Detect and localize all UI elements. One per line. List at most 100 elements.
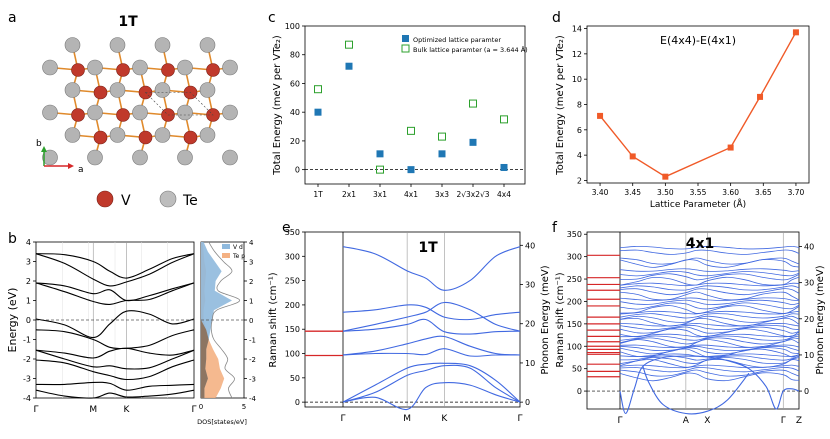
d-xtick-label: 3.65 (755, 188, 772, 197)
panel-f-title: 4x1 (686, 236, 715, 252)
te-atom (154, 127, 171, 143)
f-phonon-branch (619, 337, 800, 345)
dos-overlap-area (201, 242, 209, 398)
b-band-line (35, 253, 195, 279)
v-atom (206, 63, 220, 77)
d-xtick-label: 3.70 (788, 188, 805, 197)
te-atom (64, 127, 81, 143)
f-y2tick-label: 0 (804, 387, 809, 396)
b-band-line (35, 347, 195, 359)
dos-te-p-area (201, 242, 225, 398)
f-phonon-branch (619, 353, 800, 358)
v-atom (138, 130, 153, 145)
te-atom (109, 82, 126, 98)
e-phonon-branch (342, 301, 521, 332)
b-band-line (35, 282, 195, 302)
f-ytick-label: 300 (567, 253, 582, 262)
e-kpoint-label: Γ (517, 414, 522, 424)
c-bulk-point (376, 165, 384, 174)
b-band-line (35, 329, 195, 350)
d-ytick-label: 4 (577, 151, 582, 160)
c-xtick-label: 1T (313, 190, 323, 199)
f-phonon-branch (619, 259, 800, 268)
te-atom (42, 59, 58, 76)
d-series-line (599, 31, 797, 178)
b-band-line (35, 253, 195, 287)
te-atom (199, 127, 216, 143)
dos-legend-vd-label: V d (233, 244, 243, 251)
panel-c-legend: Optimized lattice paramter Bulk lattice … (401, 35, 528, 54)
f-phonon-branch (619, 249, 800, 255)
v-atom (183, 130, 198, 145)
f-phonon-branch (619, 324, 800, 331)
te-atom (64, 82, 81, 98)
f-phonon-branch (619, 257, 800, 265)
f-acoustic-branch-lower (642, 366, 750, 415)
f-phonon-branch (619, 299, 800, 306)
d-ytick-label: 6 (577, 126, 582, 135)
d-point (629, 153, 636, 160)
f-acoustic-branch (619, 355, 800, 415)
b-kpoint-label: Γ (33, 405, 38, 415)
te-atom (87, 149, 103, 166)
c-optimized-point (469, 138, 477, 146)
c-xtick-label: 4x1 (404, 190, 418, 199)
c-optimized-point (407, 166, 415, 174)
v-atom (93, 130, 108, 145)
f-phonon-branch (619, 339, 800, 348)
e-phonon-branch (342, 318, 521, 335)
f-ytick-label: 200 (567, 297, 582, 306)
te-atom (199, 37, 216, 53)
f-phonon-branch (619, 359, 800, 368)
f-phonon-branch (619, 347, 800, 355)
dos-ytick-label: -1 (249, 337, 256, 345)
e-ytick-label: 250 (285, 277, 300, 286)
te-atom (199, 82, 216, 98)
te-atom (222, 59, 238, 76)
f-phonon-branch (619, 245, 800, 250)
panel-f-branches (587, 245, 800, 415)
c-optimized-point (438, 150, 446, 158)
f-kpoint-label: Z (796, 416, 802, 426)
b-kpoint-label: K (123, 405, 130, 415)
panel-letter-e: e (282, 220, 291, 236)
f-kpoint-label: Γ (781, 416, 786, 426)
c-xtick-label: 3x1 (373, 190, 387, 199)
te-atom (64, 37, 81, 53)
panel-letter-c: c (268, 10, 276, 26)
c-optimized-point (314, 108, 322, 116)
b-band-line (35, 389, 195, 399)
e-y2tick-label: 40 (525, 241, 535, 250)
v-atom (116, 108, 130, 122)
b-band-line (35, 381, 195, 391)
f-phonon-branch (619, 355, 800, 361)
f-phonon-branch (619, 369, 800, 377)
te-atom (132, 59, 148, 76)
v-atom (116, 63, 130, 77)
f-phonon-branch (619, 273, 800, 281)
panel-letter-f: f (552, 220, 558, 236)
b-ytick-label: 3 (26, 258, 31, 267)
dos-legend-vd-swatch (222, 244, 230, 249)
f-ytick-label: 350 (567, 230, 582, 239)
panel-e-branches (305, 246, 521, 410)
c-bulk-point (345, 40, 353, 49)
c-optimized-point (376, 150, 384, 158)
b-band-line (35, 282, 195, 305)
d-xtick-label: 3.45 (624, 188, 641, 197)
e-phonon-branch (342, 382, 521, 410)
v-atom-legend-marker (96, 190, 114, 208)
c-ytick-label: 100 (285, 22, 300, 31)
e-y2tick-label: 30 (525, 281, 535, 290)
d-point (662, 173, 669, 180)
f-y2tick-label: 30 (804, 279, 814, 288)
c-ytick-label: 0 (295, 166, 300, 175)
f-phonon-branch (619, 322, 800, 327)
c-ytick-label: 20 (290, 137, 300, 146)
b-ytick-label: 0 (26, 316, 31, 325)
c-xtick-label: 2x1 (342, 190, 356, 199)
